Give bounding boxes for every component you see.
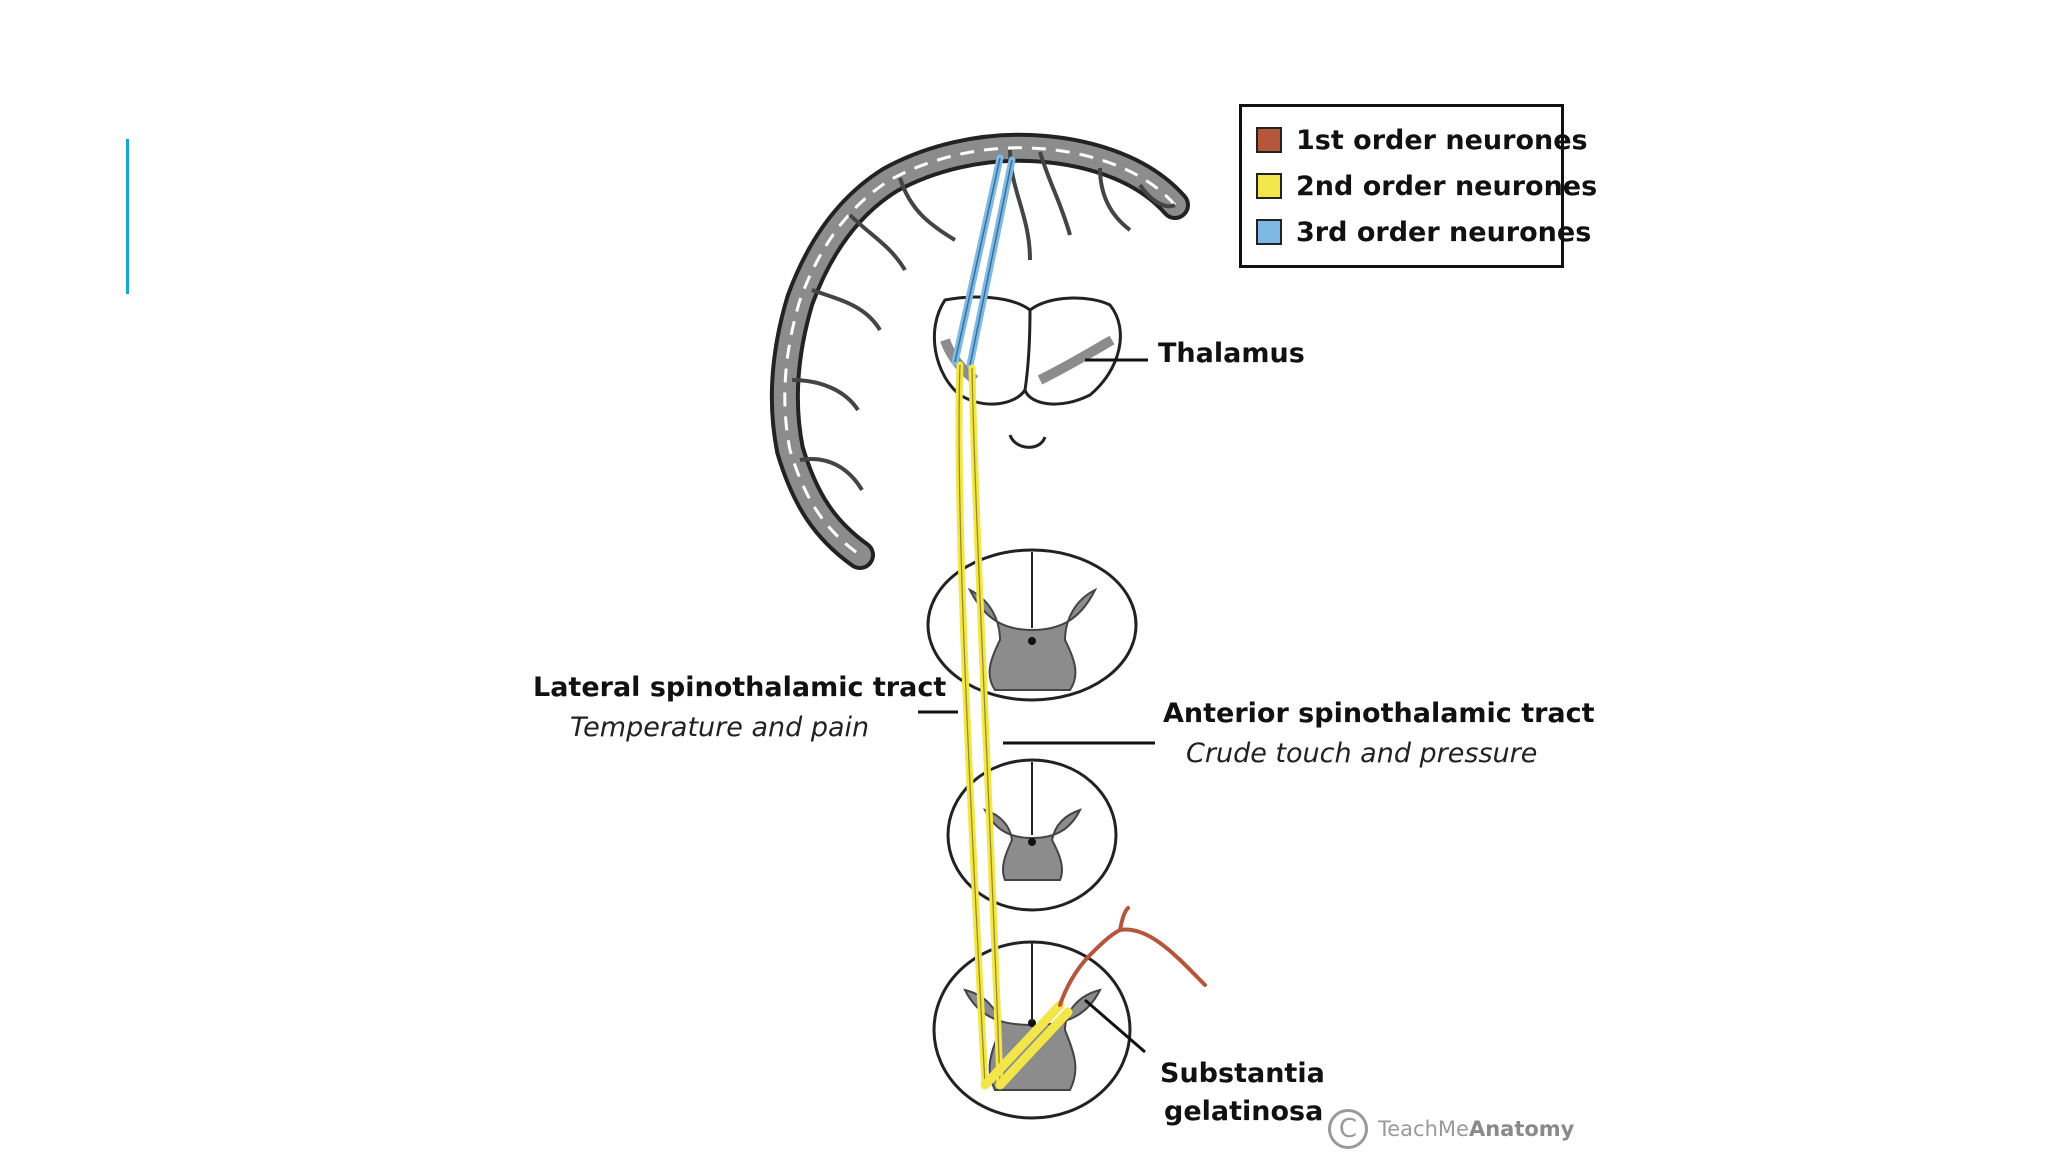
second-order-neurone-pathway — [955, 361, 1073, 1090]
watermark-brand: Anatomy — [1468, 1117, 1575, 1141]
legend-label: 1st order neurones — [1296, 124, 1588, 156]
teachmeanatomy-watermark: C TeachMeAnatomy — [1328, 1104, 1574, 1154]
substantia-leader-line — [1084, 998, 1146, 1054]
legend-label: 3rd order neurones — [1296, 216, 1592, 248]
thalamus-label: Thalamus — [1158, 338, 1305, 369]
substantia-label-line2: gelatinosa — [1164, 1096, 1324, 1127]
second-order-swatch — [1256, 173, 1282, 199]
third-order-swatch — [1256, 219, 1282, 245]
lateral-tract-sublabel: Temperature and pain — [570, 712, 870, 743]
first-order-neurone-pathway — [1058, 906, 1207, 1007]
anterior-tract-sublabel: Crude touch and pressure — [1186, 738, 1538, 769]
first-order-swatch — [1256, 127, 1282, 153]
watermark-text: TeachMeAnatomy — [1378, 1117, 1574, 1141]
legend-item-third-order: 3rd order neurones — [1256, 215, 1591, 249]
legend-box: 1st order neurones 2nd order neurones 3r… — [1239, 104, 1597, 268]
legend-item-first-order: 1st order neurones — [1256, 123, 1588, 157]
brain-cortex — [769, 132, 1190, 570]
third-order-neurone-pathway — [951, 154, 1016, 369]
legend-label: 2nd order neurones — [1296, 170, 1598, 202]
slide-accent-bar — [126, 139, 129, 294]
watermark-prefix: TeachMe — [1378, 1117, 1469, 1141]
legend-item-second-order: 2nd order neurones — [1256, 169, 1597, 203]
substantia-label-line1: Substantia — [1160, 1058, 1325, 1089]
lateral-tract-label: Lateral spinothalamic tract — [533, 672, 947, 703]
anterior-tract-label: Anterior spinothalamic tract — [1163, 698, 1595, 729]
copyright-icon: C — [1328, 1109, 1368, 1149]
